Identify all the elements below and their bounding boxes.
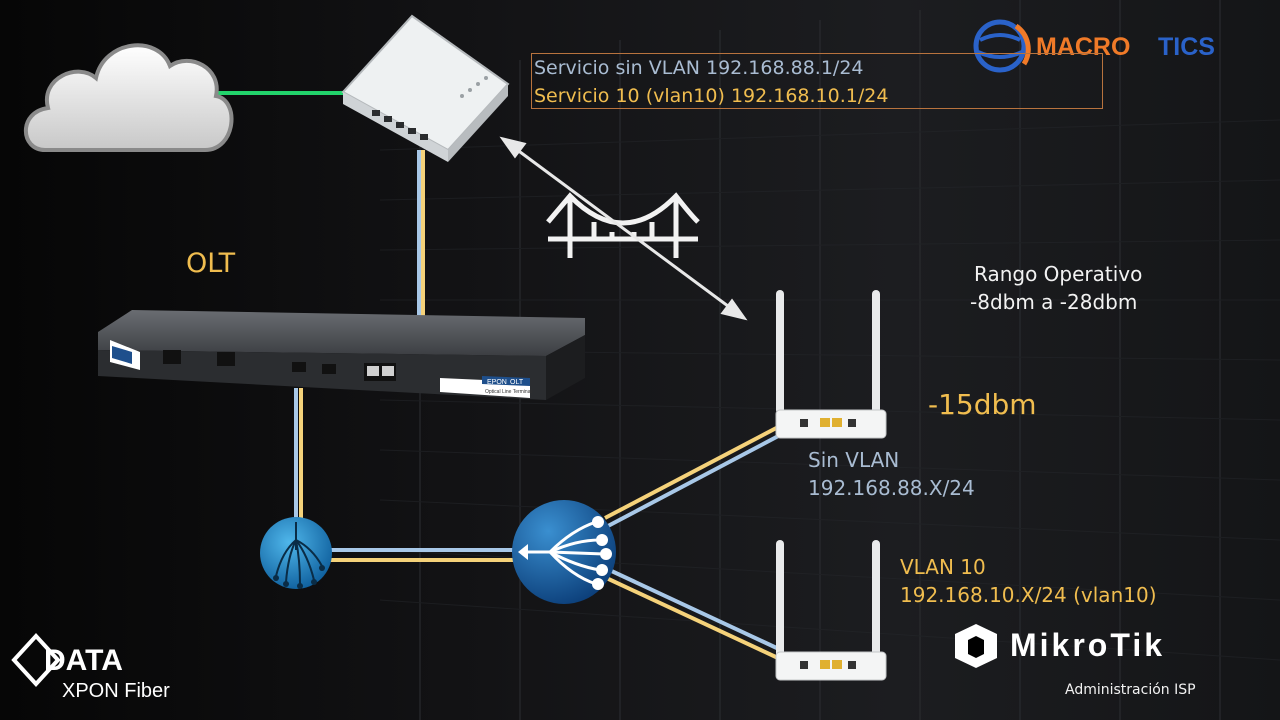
- splitter-icon: [512, 500, 616, 604]
- olt-badge-left: EPON: [487, 379, 507, 386]
- double-arrow-icon: [499, 136, 748, 321]
- onu-icon: [775, 290, 887, 439]
- rango-operativo-range: -8dbm a -28dbm: [970, 290, 1138, 314]
- service-info-box: Servicio sin VLAN 192.168.88.1/24 Servic…: [531, 53, 1103, 109]
- olt-icon: EPON OLT Optical Line Terminal: [98, 310, 585, 400]
- power-reading: -15dbm: [928, 388, 1037, 421]
- datanet-logo-word1: DATA: [44, 644, 123, 677]
- onu-bottom-network: 192.168.10.X/24 (vlan10): [900, 583, 1157, 607]
- macrotics-logo-part1: MACRO: [1036, 33, 1130, 61]
- service-line-no-vlan: Servicio sin VLAN 192.168.88.1/24: [534, 57, 864, 79]
- cloud-icon: [23, 43, 234, 152]
- onu-top-label: Sin VLAN: [808, 448, 900, 472]
- mikrotik-logo: MikroTik: [955, 624, 1165, 668]
- datanet-logo-word2: XPON Fiber: [62, 680, 170, 702]
- datanet-logo: DATA XPON Fiber: [11, 633, 170, 702]
- splitter-icon: [260, 517, 332, 589]
- olt-caption: Optical Line Terminal: [485, 389, 532, 395]
- olt-label: OLT: [186, 248, 236, 279]
- fiber-links: [213, 91, 785, 660]
- olt-badge-right: OLT: [510, 379, 524, 386]
- rango-operativo-label: Rango Operativo: [974, 262, 1143, 286]
- mikrotik-caption: Administración ISP: [1065, 682, 1196, 698]
- splitter-onu-top-yellow: [604, 423, 783, 520]
- router-icon: [341, 14, 510, 162]
- onu-top-network: 192.168.88.X/24: [808, 476, 975, 500]
- splitter-onu-bottom-blue: [602, 565, 782, 652]
- macrotics-logo-part2: TICS: [1158, 33, 1215, 61]
- splitter-onu-bottom-yellow: [599, 573, 779, 660]
- macrotics-logo: MACRO TICS: [973, 19, 1215, 73]
- onu-bottom-label: VLAN 10: [900, 555, 986, 579]
- bridge-icon: [546, 192, 700, 258]
- onu-icon: [775, 540, 887, 681]
- mikrotik-logo-word: MikroTik: [1010, 627, 1165, 663]
- service-line-vlan10: Servicio 10 (vlan10) 192.168.10.1/24: [534, 85, 889, 107]
- splitter-onu-top-blue: [607, 431, 785, 528]
